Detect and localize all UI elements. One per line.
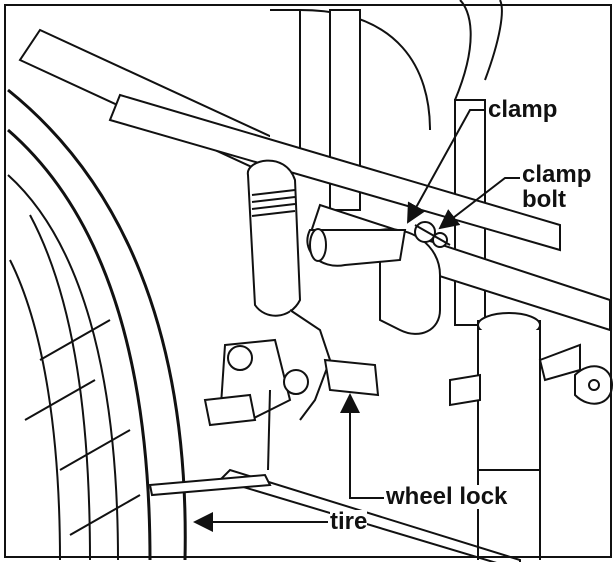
wheel-lock-leader — [340, 393, 384, 499]
clamp-bolt-label: clamp bolt — [522, 162, 608, 212]
wheel-lock-label: wheel lock — [386, 483, 508, 510]
leader-lines — [193, 109, 520, 532]
brackets-right — [449, 343, 614, 407]
diagram-border — [4, 4, 612, 558]
wheel-lock-lever — [148, 159, 380, 497]
clamp-bolt-leader — [438, 177, 520, 230]
tire-and-wheel — [7, 88, 187, 561]
tire-label: tire — [330, 508, 368, 535]
clamp-leader — [407, 109, 486, 224]
clamp-label: clamp — [488, 96, 558, 123]
clamp-body — [306, 228, 441, 335]
